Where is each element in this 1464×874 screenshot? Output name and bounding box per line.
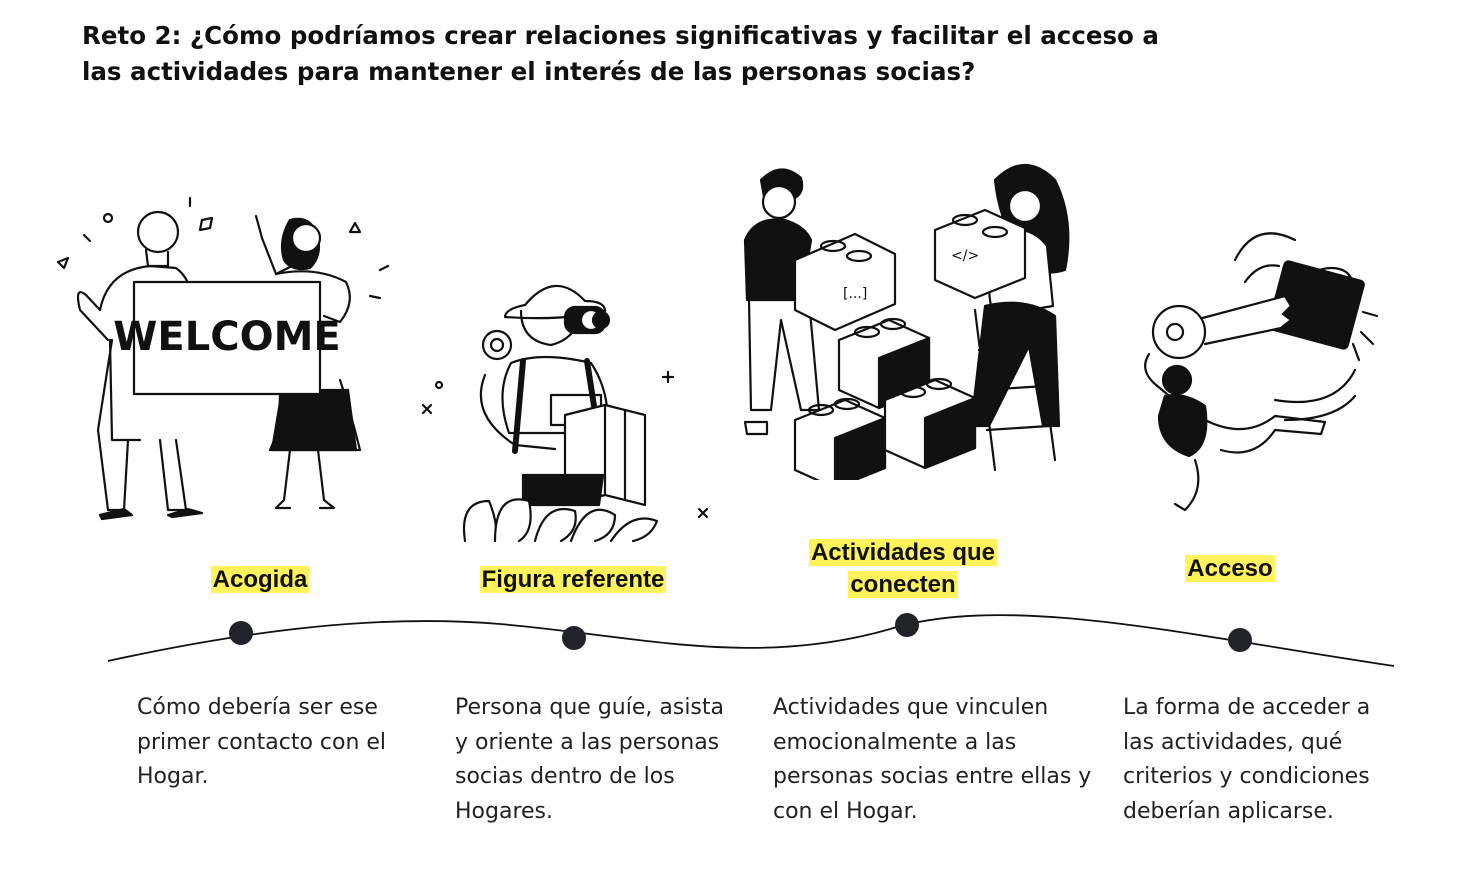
stage-label-actividades-que-conecten: Actividades que conecten [808, 539, 998, 598]
stage-label-acceso: Acceso [1185, 555, 1275, 582]
page-title: Reto 2: ¿Cómo podríamos crear relaciones… [82, 21, 1159, 86]
stage-description-acogida: Cómo debería ser ese primer contacto con… [137, 695, 387, 789]
timeline-dot-actividades [895, 613, 919, 637]
svg-text:[...]: [...] [843, 286, 867, 302]
building-blocks-illustration: [...] </> [743, 164, 1070, 480]
stage-label-acogida: Acogida [210, 566, 310, 593]
stage-description-acceso: La forma de acceder a las actividades, q… [1123, 695, 1371, 824]
welcome-sign-text: WELCOME [113, 314, 340, 360]
key-padlock-illustration [1144, 232, 1379, 512]
stage-description-actividades: Actividades que vinculen emocionalmente … [773, 695, 1092, 824]
timeline-dot-acceso [1228, 628, 1252, 652]
welcome-sign-couple-illustration: WELCOME [56, 196, 390, 521]
svg-text:</>: </> [951, 248, 979, 264]
timeline-dot-acogida [229, 621, 253, 645]
explorer-binoculars-illustration [421, 284, 709, 543]
timeline-dot-figura-referente [562, 626, 586, 650]
stage-description-figura-referente: Persona que guíe, asista y oriente a las… [455, 695, 725, 824]
stage-label-figura-referente: Figura referente [479, 566, 667, 593]
timeline [107, 613, 1395, 667]
